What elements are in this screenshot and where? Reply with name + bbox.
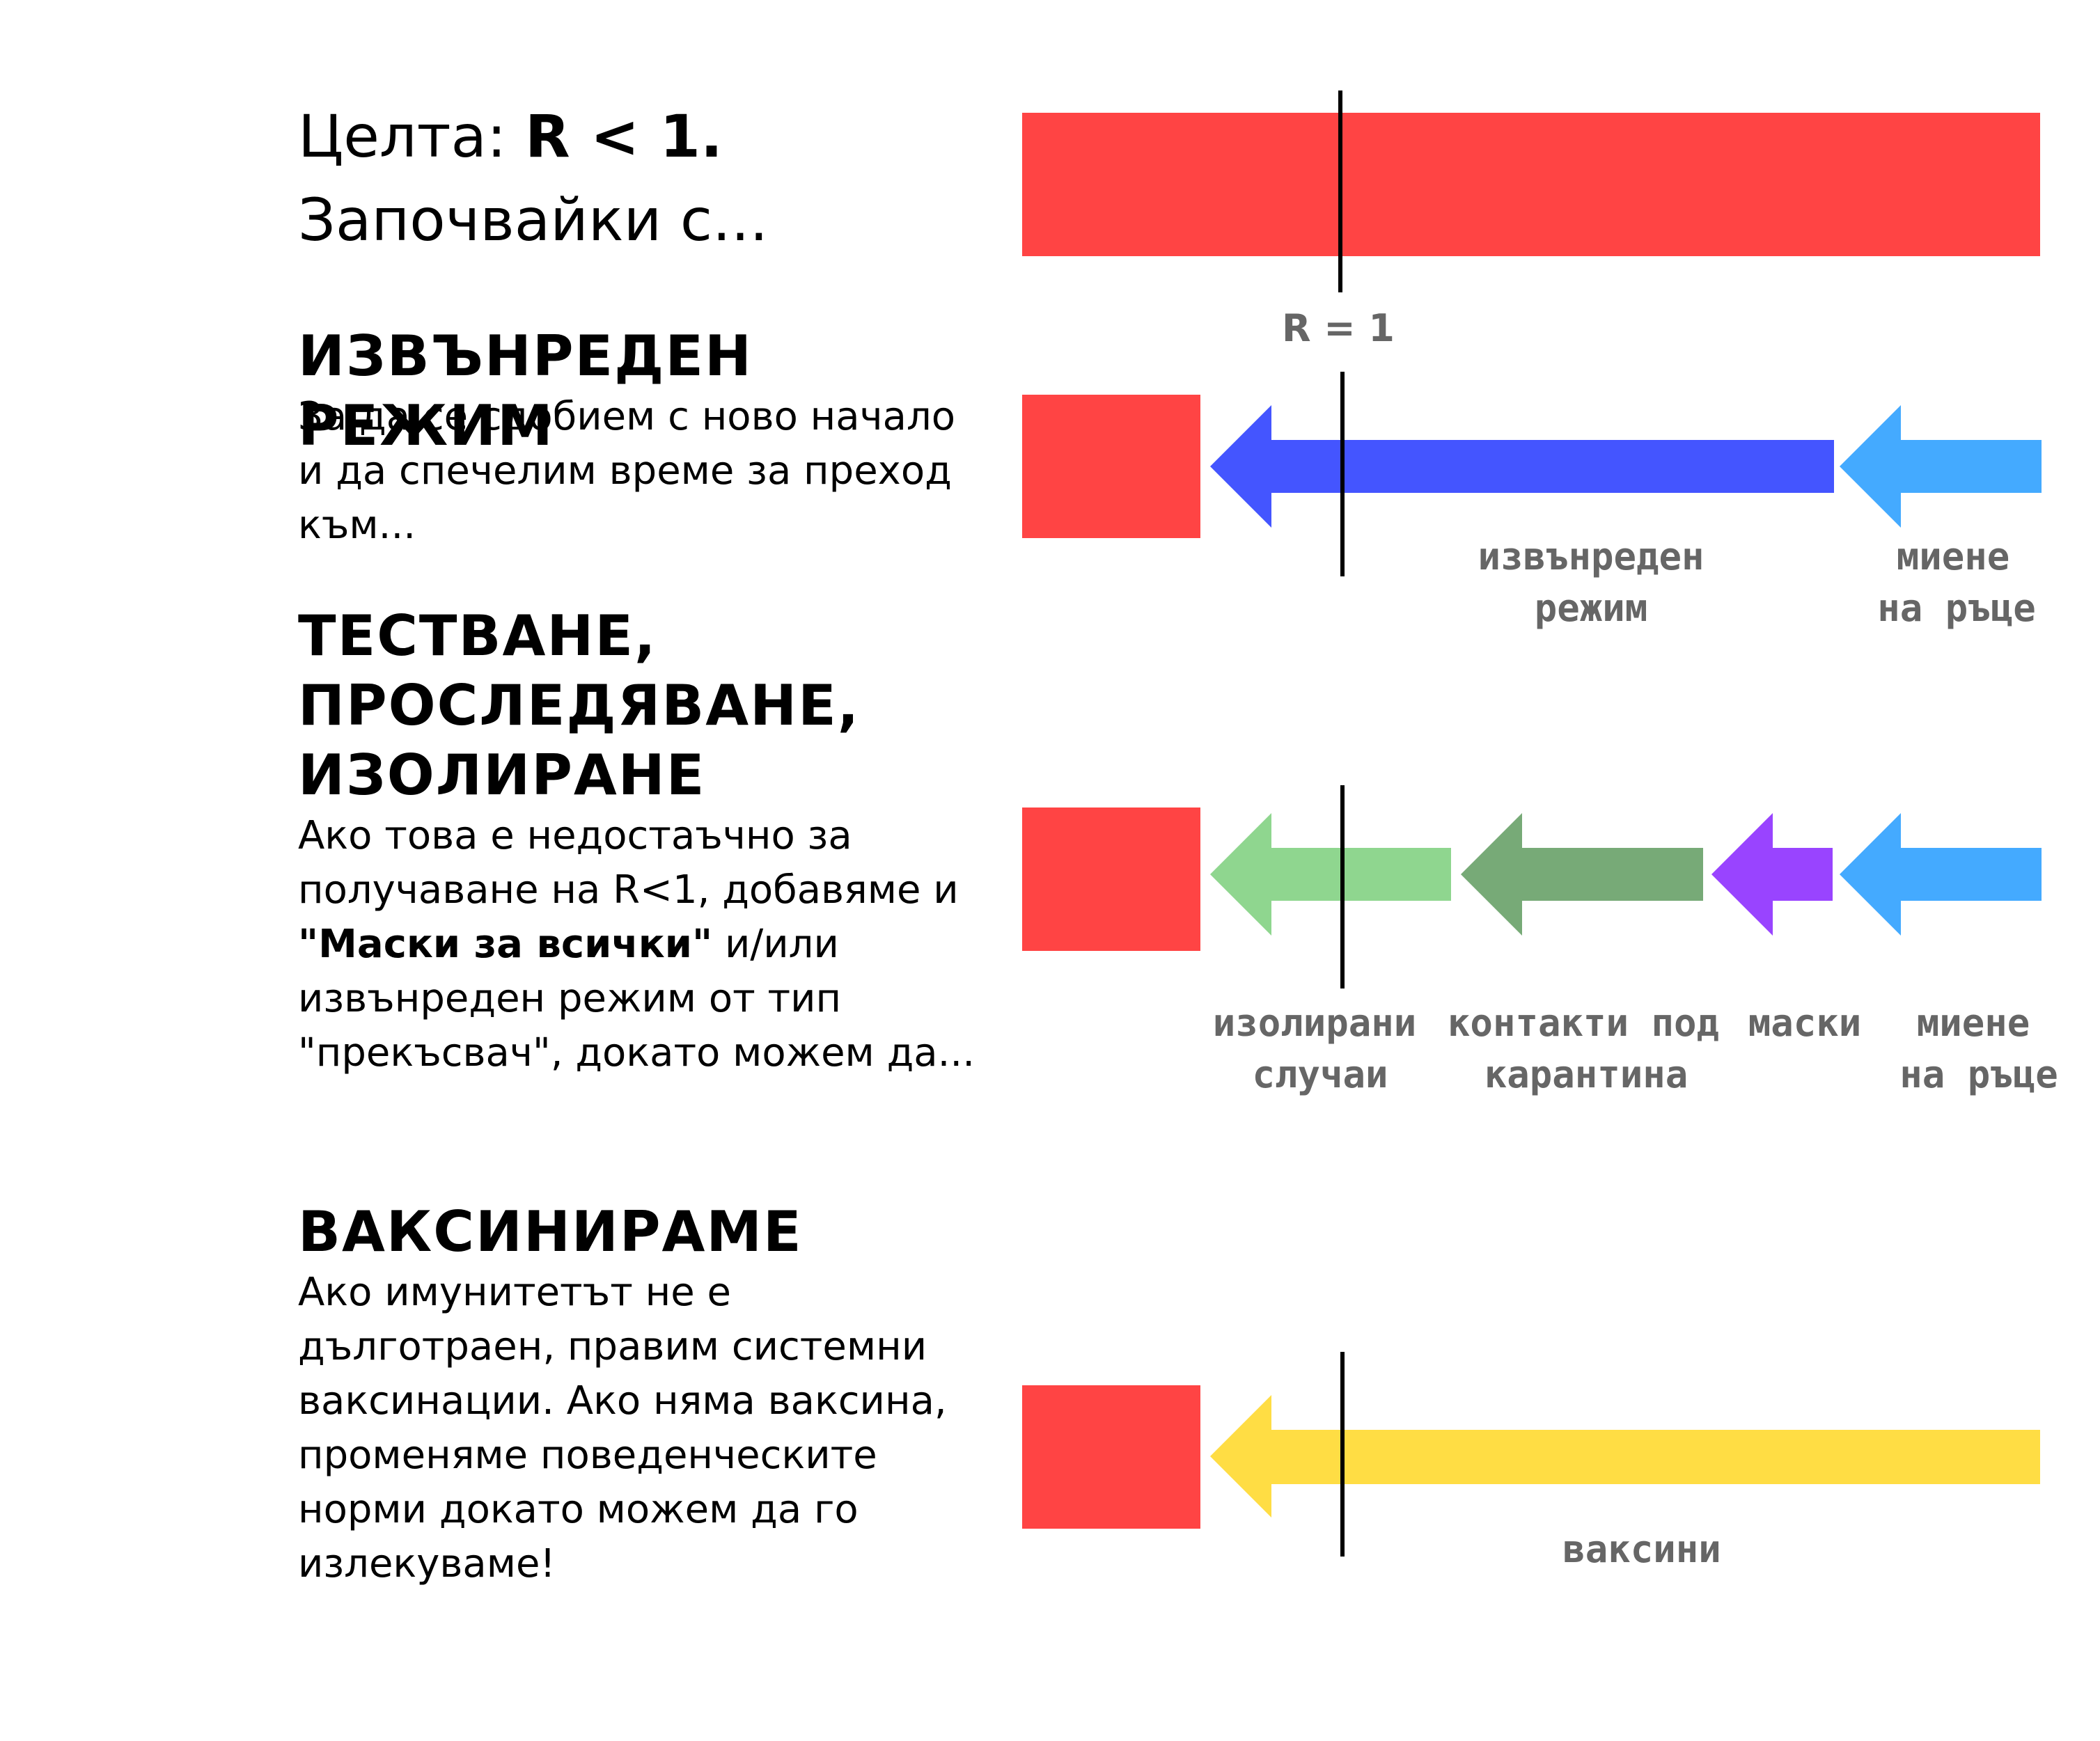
handwashing-label-line1: миене <box>1897 535 2010 578</box>
section-vaccinate-text: Ако имунитетът не е дълготраен, правим с… <box>298 1270 947 1586</box>
masks-for-all: "Маски за всички" <box>298 922 713 967</box>
masks-label: маски <box>1748 1001 1862 1045</box>
residual-r-bar-tti <box>1022 808 1200 951</box>
starting-r-bar <box>1022 113 2040 256</box>
text-after: и/или извънреден режим от тип "прекъсвач… <box>298 922 975 1076</box>
goal-line-2: Започвайки с... <box>298 186 769 254</box>
goal-prefix: Целта: <box>298 102 525 171</box>
section-test-trace-heading: ТЕСТВАНЕ, ПРОСЛЕДЯВАНЕ, ИЗОЛИРАНЕ <box>298 601 994 810</box>
handwashing-arrow <box>1840 405 2042 528</box>
residual-r-bar-vaccine <box>1022 1385 1200 1529</box>
heading-line-testing: ТЕСТВАНЕ, <box>298 604 657 668</box>
vaccine-arrow <box>1210 1395 2040 1518</box>
heading-line-isolation: ИЗОЛИРАНЕ <box>298 743 706 808</box>
vaccine-label: ваксини <box>1562 1527 1721 1571</box>
threshold-label: R = 1 <box>1282 306 1395 350</box>
quarantine-label-line1: контакти под <box>1448 1001 1719 1045</box>
quarantine-label-line2: карантина <box>1484 1053 1688 1096</box>
isolation-arrow <box>1210 813 1451 936</box>
handwashing-arrow-row2 <box>1840 813 2042 936</box>
handwashing-label-line2: на ръце <box>1877 586 2036 630</box>
section-vaccinate-heading: ВАКСИНИРАМЕ <box>298 1199 803 1264</box>
goal-r-target: R < 1. <box>525 102 723 171</box>
handwashing-row2-label-line2: на ръце <box>1899 1053 2058 1096</box>
lockdown-label-line1: извънреден <box>1478 535 1704 578</box>
lockdown-label-line2: режим <box>1535 586 1648 630</box>
section-lockdown-text: За да се сдобием с ново начало и да спеч… <box>298 394 956 548</box>
text-before: Ако това е недостаъчно за получаване на … <box>298 813 959 913</box>
isolation-label-line1: изолирани <box>1213 1001 1417 1045</box>
section-test-trace-text: Ако това е недостаъчно за получаване на … <box>298 809 980 1080</box>
goal-heading: Целта: R < 1. Започвайки с... <box>298 95 994 262</box>
handwashing-row2-label-line1: миене <box>1917 1001 2030 1045</box>
isolation-label-line2: случаи <box>1252 1053 1388 1096</box>
heading-line-tracing: ПРОСЛЕДЯВАНЕ, <box>298 673 861 738</box>
masks-arrow <box>1711 813 1833 936</box>
section-lockdown-heading: ИЗВЪНРЕДЕН РЕЖИМ <box>298 324 753 458</box>
quarantine-arrow <box>1461 813 1703 936</box>
residual-r-bar-lockdown <box>1022 395 1200 538</box>
lockdown-arrow <box>1210 405 1834 528</box>
goal-line-1: Целта: R < 1. <box>298 95 994 178</box>
